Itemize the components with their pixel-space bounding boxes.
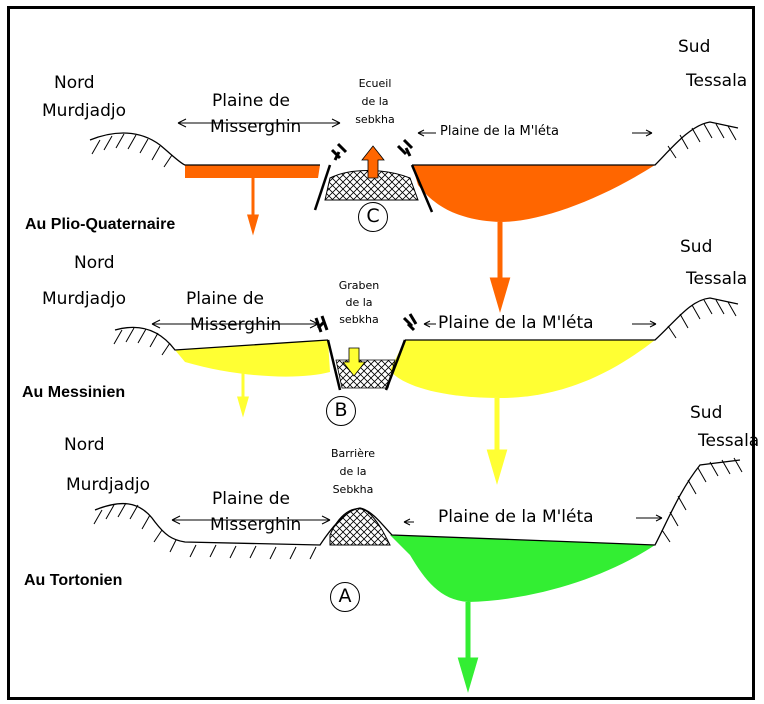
panel-a-east-plain-arrow-right <box>636 515 662 521</box>
panel-a-section <box>94 458 742 684</box>
panel-b-south-name: Tessala <box>686 270 747 290</box>
panel-b-central-line1: Graben <box>334 280 384 293</box>
panel-a-south-direction: Sud <box>690 404 722 424</box>
panel-a-north-direction: Nord <box>64 436 105 456</box>
panel-b-plain-east: Plaine de la M'léta <box>438 314 594 334</box>
panel-c-central-line3: sebkha <box>350 114 400 127</box>
panel-b-central-line2: de la <box>334 297 384 310</box>
panel-a-north-name: Murdjadjo <box>66 476 150 496</box>
panel-c-north-direction: Nord <box>54 74 95 94</box>
panel-c-west-hatch <box>92 134 172 167</box>
panel-b-east-hatch <box>668 300 736 338</box>
panel-a-central-line1: Barrière <box>328 448 378 461</box>
panel-b-fault-arrows-east <box>404 314 416 330</box>
panel-b-plain-west-line2: Misserghin <box>190 316 281 336</box>
panel-c-south-direction: Sud <box>678 38 710 58</box>
panel-a-south-name: Tessala <box>698 432 759 452</box>
panel-a-ground <box>95 460 740 545</box>
panel-a-plain-west-line2: Misserghin <box>210 516 301 536</box>
panel-b-east-plain-arrow-right <box>632 321 656 327</box>
panel-b-period: Au Messinien <box>22 384 125 402</box>
panel-c-south-name: Tessala <box>686 72 747 92</box>
panel-a-marker: A <box>330 582 360 612</box>
panel-c-fault-arrows-west <box>332 144 346 160</box>
panel-c-west-arrow <box>249 178 257 230</box>
panel-b-west-hatch <box>114 328 170 355</box>
panel-b-north-name: Murdjadjo <box>42 290 126 310</box>
panel-a-east-arrow <box>461 602 475 684</box>
panel-b-east-arrow <box>490 398 504 476</box>
panel-a-plain-east: Plaine de la M'léta <box>438 508 594 528</box>
panel-c-east-plain-arrow-left <box>418 130 436 136</box>
panel-c-plain-east: Plaine de la M'léta <box>440 125 559 140</box>
panel-c-section <box>90 119 738 304</box>
panel-b-plain-west-line1: Plaine de <box>186 290 264 310</box>
panel-c-central-line2: de la <box>350 96 400 109</box>
panel-c-east-arrow <box>493 222 507 304</box>
panel-a-central-line2: de la <box>328 466 378 479</box>
panel-c-west-fill <box>185 165 320 178</box>
panel-c-plain-west-line1: Plaine de <box>212 92 290 112</box>
panel-c-east-plain-arrow-right <box>632 130 652 136</box>
panel-a-barrier <box>330 509 390 545</box>
panel-c-period: Au Plio-Quaternaire <box>25 216 175 234</box>
panel-c-central-line1: Ecueil <box>350 78 400 91</box>
panel-b-central-line3: sebkha <box>334 314 384 327</box>
panel-b-marker: B <box>326 396 356 426</box>
panel-a-plain-west-line1: Plaine de <box>212 490 290 510</box>
panel-a-east-plain-arrow-left <box>404 519 414 525</box>
panel-c-fault-arrows-east <box>398 140 412 156</box>
panel-a-period: Au Tortonien <box>24 572 122 590</box>
panel-c-east-basin <box>412 165 655 222</box>
panel-b-west-arrow <box>239 372 247 412</box>
panel-a-central-line3: Sebkha <box>328 484 378 497</box>
panel-b-south-direction: Sud <box>680 238 712 258</box>
panel-c-north-name: Murdjadjo <box>42 102 126 122</box>
panel-c-marker: C <box>358 202 388 232</box>
panel-c-plain-west-line2: Misserghin <box>210 118 301 138</box>
panel-a-east-hatch <box>662 458 742 542</box>
panel-b-east-plain-arrow-left <box>424 321 436 327</box>
panel-c-ground <box>90 122 738 165</box>
panel-a-basin <box>390 535 655 602</box>
panel-b-east-basin <box>390 340 655 398</box>
panel-b-north-direction: Nord <box>74 254 115 274</box>
